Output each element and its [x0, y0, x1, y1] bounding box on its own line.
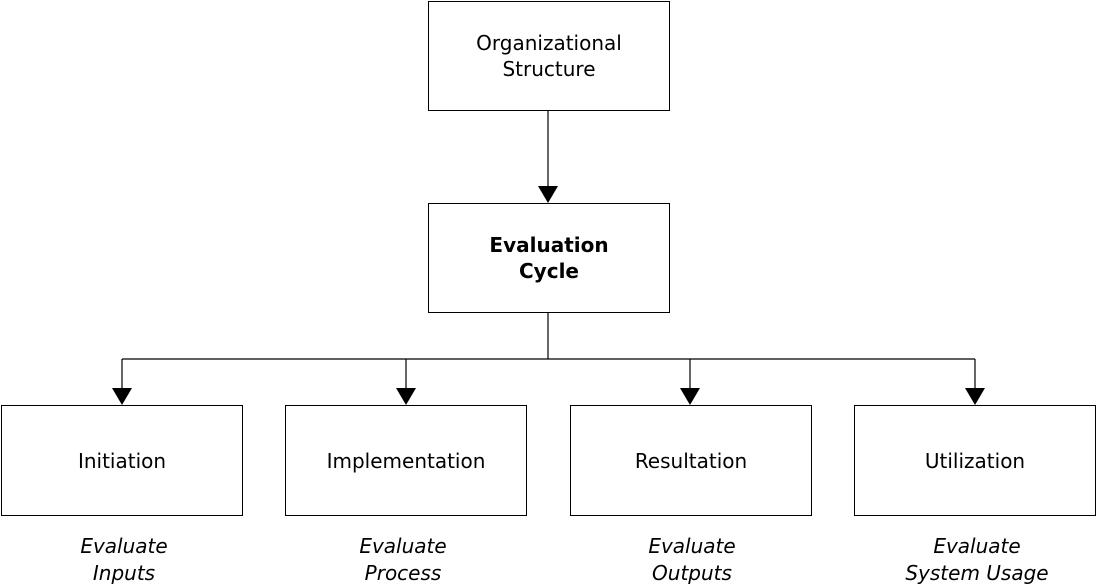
organizational-structure-box: Organizational Structure — [428, 1, 670, 111]
evaluation-cycle-box: Evaluation Cycle — [428, 203, 670, 313]
stage-label: Utilization — [924, 448, 1026, 473]
stage-label: Resultation — [634, 448, 748, 473]
stage-box-resultation: Resultation — [570, 405, 812, 516]
stage-label: Initiation — [77, 448, 167, 473]
stage-note-implementation: Evaluate Process — [359, 534, 447, 585]
stage-box-implementation: Implementation — [285, 405, 527, 516]
stage-box-utilization: Utilization — [854, 405, 1096, 516]
stage-label: Implementation — [326, 448, 486, 473]
stage-note-resultation: Evaluate Outputs — [648, 534, 736, 585]
evaluation-cycle-label: Evaluation Cycle — [489, 233, 609, 283]
arrowhead-resultation — [680, 388, 700, 405]
arrowhead-center — [538, 186, 558, 203]
stage-box-initiation: Initiation — [1, 405, 243, 516]
organizational-structure-label: Organizational Structure — [476, 31, 622, 81]
arrowhead-implementation — [396, 388, 416, 405]
arrowhead-initiation — [112, 388, 132, 405]
stage-note-utilization: Evaluate System Usage — [905, 534, 1049, 585]
stage-note-initiation: Evaluate Inputs — [80, 534, 168, 585]
arrowhead-utilization — [965, 388, 985, 405]
